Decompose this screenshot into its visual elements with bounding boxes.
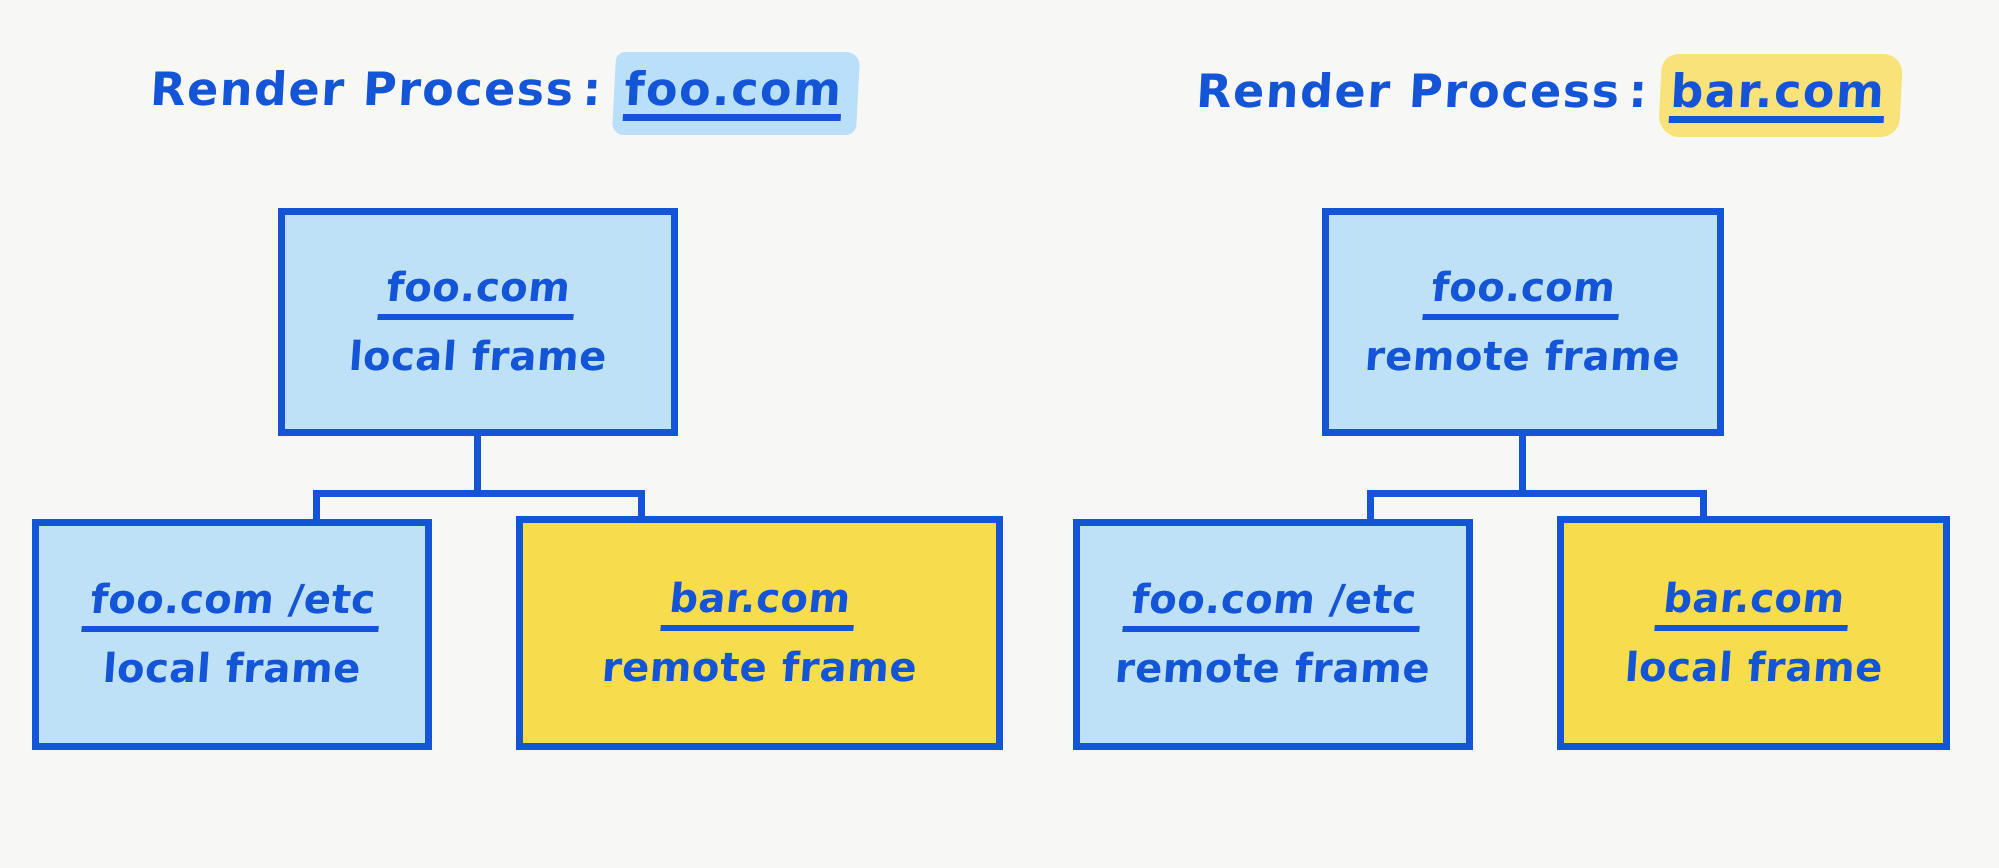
right-child-frame-kind-2: local frame bbox=[1622, 644, 1885, 691]
left-root-frame-box[interactable]: foo.com local frame bbox=[278, 208, 678, 436]
right-process-title-separator: : bbox=[1627, 64, 1651, 118]
left-process-title-label: Render Process bbox=[148, 62, 577, 116]
left-root-frame-kind: local frame bbox=[347, 333, 609, 380]
right-child-frame-origin-1: foo.com /etc bbox=[1121, 577, 1425, 632]
right-process-title: Render Process: bar.com bbox=[1194, 54, 1904, 137]
right-root-frame-origin: foo.com bbox=[1422, 265, 1624, 320]
left-connector-drop-child-2 bbox=[638, 490, 645, 522]
right-connector-bar bbox=[1367, 490, 1707, 497]
left-connector-bar bbox=[313, 490, 645, 497]
right-connector-drop-child-1 bbox=[1367, 490, 1374, 522]
left-process-origin-text: foo.com bbox=[622, 62, 844, 121]
left-child-frame-kind-2: remote frame bbox=[600, 644, 919, 691]
left-child-frame-origin-1: foo.com /etc bbox=[80, 577, 384, 632]
left-process-origin-highlight: foo.com bbox=[612, 52, 861, 135]
left-child-frame-kind-1: local frame bbox=[101, 646, 363, 692]
right-child-frame-kind-1: remote frame bbox=[1113, 646, 1433, 692]
left-child-frame-box-2[interactable]: bar.com remote frame bbox=[516, 516, 1003, 750]
left-child-frame-box-1[interactable]: foo.com /etc local frame bbox=[32, 519, 432, 750]
right-root-frame-box[interactable]: foo.com remote frame bbox=[1322, 208, 1724, 436]
right-process-origin-highlight: bar.com bbox=[1658, 54, 1904, 137]
right-connector-stem bbox=[1519, 436, 1526, 496]
left-child-frame-origin-2: bar.com bbox=[660, 576, 859, 631]
left-process-title: Render Process: foo.com bbox=[148, 52, 861, 135]
right-connector-drop-child-2 bbox=[1700, 490, 1707, 522]
right-child-frame-box-2[interactable]: bar.com local frame bbox=[1557, 516, 1950, 750]
right-child-frame-origin-2: bar.com bbox=[1654, 576, 1853, 631]
left-process-title-separator: : bbox=[581, 62, 605, 116]
left-root-frame-origin: foo.com bbox=[377, 265, 579, 320]
left-connector-drop-child-1 bbox=[313, 490, 320, 522]
right-process-origin-text: bar.com bbox=[1668, 64, 1887, 123]
right-process-title-label: Render Process bbox=[1194, 64, 1623, 118]
left-connector-stem bbox=[474, 436, 481, 496]
right-child-frame-box-1[interactable]: foo.com /etc remote frame bbox=[1073, 519, 1473, 750]
right-root-frame-kind: remote frame bbox=[1363, 333, 1683, 380]
